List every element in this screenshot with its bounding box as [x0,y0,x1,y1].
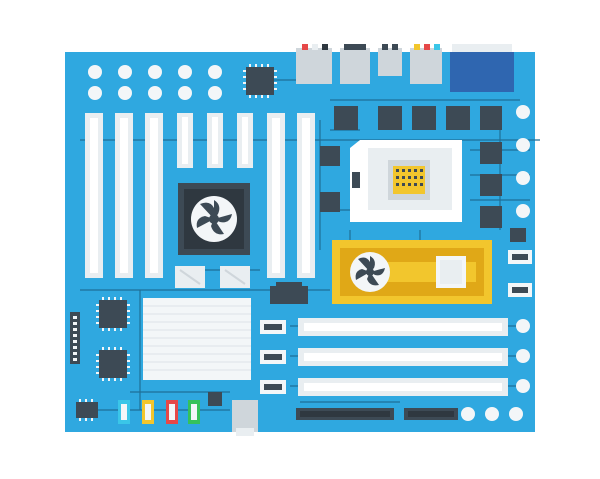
pci-slot-icon [298,348,508,366]
io-port-icon [378,44,402,76]
chip-group-cpu [320,106,502,228]
io-port-icon [232,400,258,436]
chip-icon [76,399,98,421]
chip-icon [480,174,502,196]
capacitor-group-right [461,105,530,421]
heatsink-icon [143,298,251,380]
chip-icon [446,106,470,130]
ram-slot-icon [297,113,315,278]
sata-connector-group [118,400,200,424]
ram-slot-icon [85,113,103,278]
vga-port-icon [450,44,514,92]
heatsink-icon [175,266,250,288]
io-port-icon [410,44,442,84]
pin-header-icon [70,312,80,364]
io-port-icon [296,44,332,84]
chip-icon [243,64,277,98]
pci-slot-group [298,318,508,396]
chip-icon [378,106,402,130]
sata-connector-icon [142,400,154,424]
chip-icon [96,347,130,381]
pci-slot-icon [298,318,508,336]
chip-group-left [76,297,222,421]
cpu-socket-icon [350,140,462,222]
io-port-icon [340,44,370,84]
chip-icon [412,106,436,130]
cooling-fan-icon [178,183,250,255]
chip-icon [96,297,130,331]
sata-connector-icon [166,400,178,424]
io-port-panel [296,44,514,92]
chip-icon [480,142,502,164]
chip-icon [334,106,358,130]
pci-slot-icon [298,378,508,396]
capacitor-group-top-left [88,65,222,100]
ram-slot-icon [145,113,163,278]
chip-icon [320,192,340,212]
power-connector-icon [508,228,532,297]
ram-slot-group [85,113,315,278]
ram-slot-icon [267,113,285,278]
chip-icon [480,206,502,228]
ram-slot-icon [207,113,223,168]
header-connector-group [260,282,308,394]
ram-slot-icon [237,113,253,168]
sata-connector-icon [118,400,130,424]
cooling-fan-icon [350,252,390,292]
ide-connector-group [296,408,458,420]
chip-icon [320,146,340,166]
chip-icon [480,106,502,130]
chip-icon [208,392,222,406]
ram-slot-icon [115,113,133,278]
graphics-cooler-icon [332,240,492,304]
ram-slot-icon [177,113,193,168]
sata-connector-icon [188,400,200,424]
